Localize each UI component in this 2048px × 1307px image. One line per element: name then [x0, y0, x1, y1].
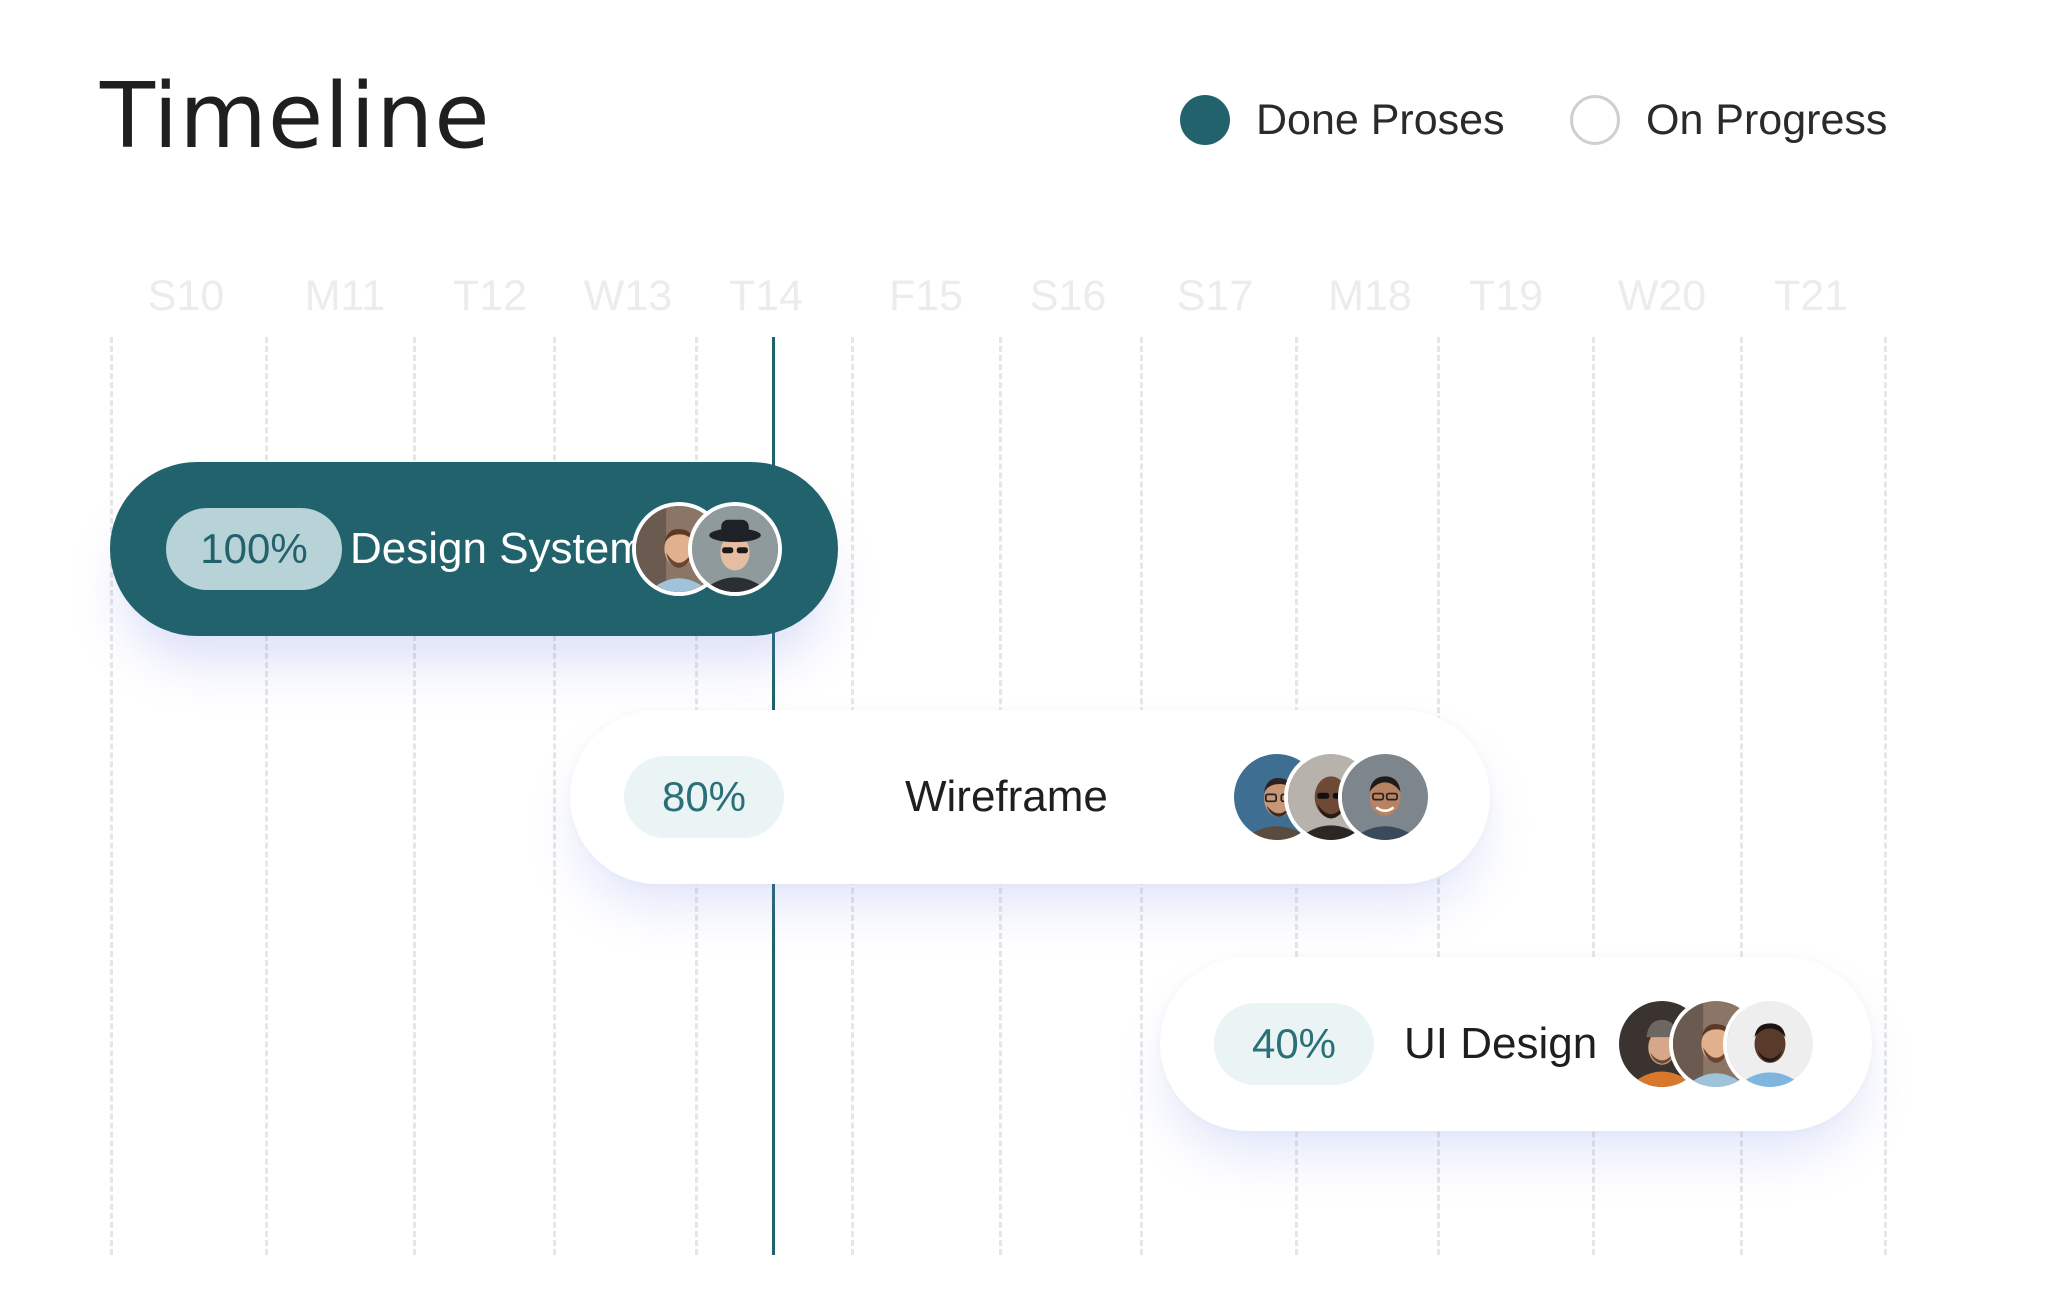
- day-label: S16: [1029, 272, 1107, 320]
- task-percent-badge: 80%: [624, 756, 784, 838]
- grid-line: [1740, 337, 1743, 1255]
- task-bar-wireframe[interactable]: 80% Wireframe: [570, 710, 1490, 884]
- task-name: Wireframe: [905, 772, 1108, 821]
- avatar[interactable]: [688, 502, 782, 596]
- legend-done-label: Done Proses: [1256, 95, 1505, 144]
- day-label: S17: [1176, 272, 1254, 320]
- day-label: M18: [1328, 272, 1412, 320]
- task-percent-badge: 40%: [1214, 1003, 1374, 1085]
- day-label: T19: [1468, 272, 1544, 320]
- grid-line: [110, 337, 113, 1255]
- day-label: T14: [728, 272, 804, 320]
- avatar[interactable]: [1338, 750, 1432, 844]
- avatar-man-sunglasses-hat-icon: [692, 506, 778, 592]
- task-bar-design-system[interactable]: 100% Design System: [110, 462, 838, 636]
- done-dot-icon: [1180, 95, 1230, 145]
- legend-progress: On Progress: [1570, 95, 1887, 145]
- grid-line: [265, 337, 268, 1255]
- grid-line: [553, 337, 556, 1255]
- task-name: Design System: [350, 524, 646, 573]
- day-label: W13: [583, 272, 673, 320]
- day-label: M11: [304, 272, 386, 320]
- day-label: W20: [1617, 272, 1707, 320]
- legend-done: Done Proses: [1180, 95, 1505, 145]
- avatar[interactable]: [1723, 997, 1817, 1091]
- task-percent-badge: 100%: [166, 508, 342, 590]
- progress-dot-icon: [1570, 95, 1620, 145]
- grid-line: [1592, 337, 1595, 1255]
- day-label: F15: [888, 272, 964, 320]
- avatar-man-blue-shirt-icon: [1727, 1001, 1813, 1087]
- legend-progress-label: On Progress: [1646, 95, 1888, 144]
- avatar-man-smiling-icon: [1342, 754, 1428, 840]
- task-name: UI Design: [1404, 1019, 1598, 1068]
- day-label: T12: [452, 272, 528, 320]
- day-label: S10: [147, 272, 225, 320]
- task-bar-ui-design[interactable]: 40% UI Design: [1160, 957, 1872, 1131]
- day-label: T21: [1773, 272, 1849, 320]
- page-title: Timeline: [100, 64, 491, 169]
- grid-line: [413, 337, 416, 1255]
- grid-line: [1884, 337, 1887, 1255]
